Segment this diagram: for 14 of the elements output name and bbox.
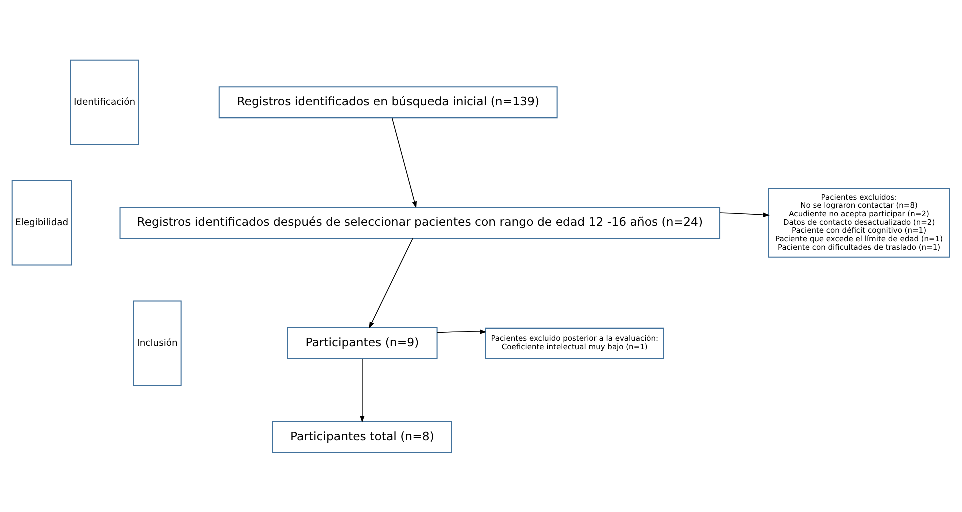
arrow bbox=[392, 117, 417, 208]
node-box: Elegibilidad bbox=[12, 180, 72, 266]
arrow bbox=[369, 238, 414, 328]
node-box: Pacientes excluidos: No se lograron contactar (n=8) Acudiente no acepta participar (n=2) Datos de contacto desactualizado (n=2) Paciente con déficit cognitivo (n=1) Paciente que excede el límite de edad (n=1) Paciente con dificultades de traslado (n=1) bbox=[768, 188, 950, 258]
node-box: Participantes (n=9) bbox=[287, 327, 438, 359]
node-box: Registros identificados en búsqueda inicial (n=139) bbox=[218, 86, 558, 118]
node-box: Identificación bbox=[70, 59, 140, 145]
node-box: Registros identificados después de seleccionar pacientes con rango de edad 12 -16 años (n=24) bbox=[120, 206, 721, 239]
node-box: Participantes total (n=8) bbox=[272, 420, 452, 453]
arrow bbox=[360, 358, 365, 422]
arrow bbox=[720, 212, 770, 217]
arrow bbox=[437, 329, 487, 334]
node-box: Inclusión bbox=[133, 300, 182, 386]
node-box: Pacientes excluido posterior a la evaluación: Coeficiente intelectual muy bajo (n=1) bbox=[485, 327, 664, 359]
